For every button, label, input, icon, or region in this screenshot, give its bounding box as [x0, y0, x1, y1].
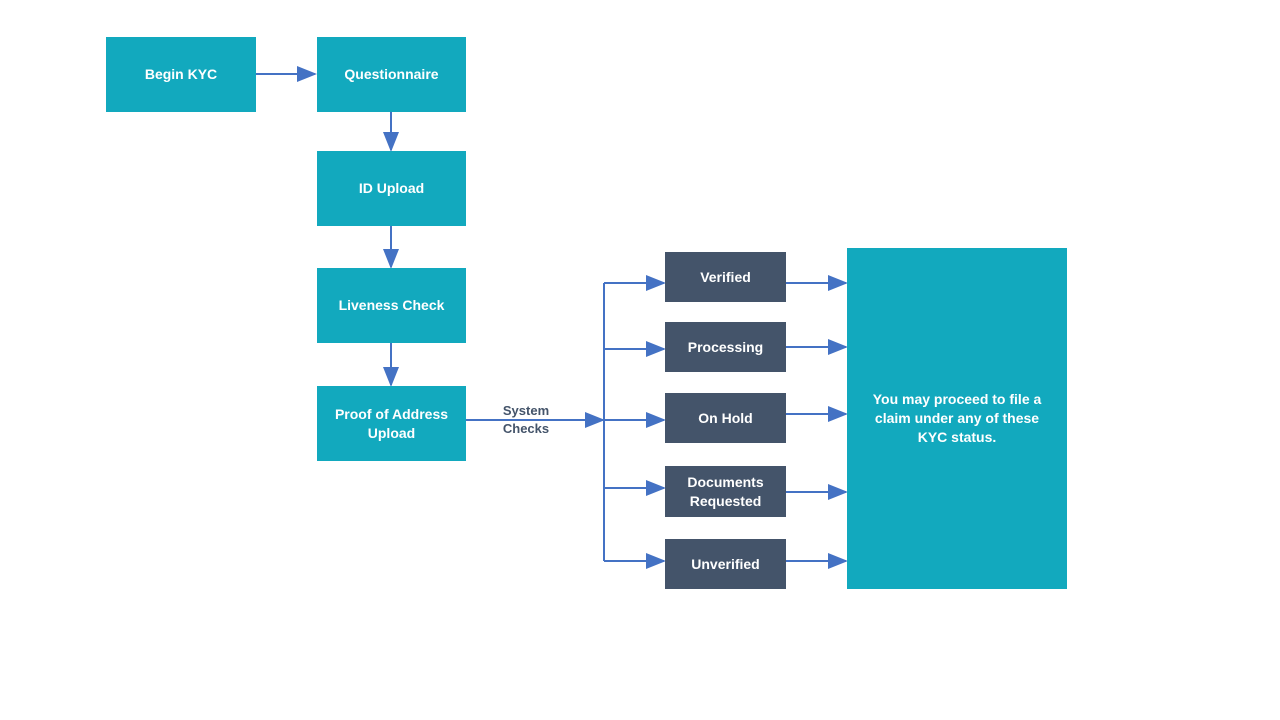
system-checks-label: System Checks [502, 403, 550, 436]
status-verified: Verified [665, 252, 786, 302]
outcome-box: You may proceed to file a claim under an… [847, 248, 1067, 589]
status-processing: Processing [665, 322, 786, 372]
step-questionnaire: Questionnaire [317, 37, 466, 112]
status-documents-requested: Documents Requested [665, 466, 786, 517]
step-proof-of-address: Proof of Address Upload [317, 386, 466, 461]
status-on-hold: On Hold [665, 393, 786, 443]
step-id-upload: ID Upload [317, 151, 466, 226]
step-begin-kyc: Begin KYC [106, 37, 256, 112]
status-unverified: Unverified [665, 539, 786, 589]
step-liveness-check: Liveness Check [317, 268, 466, 343]
